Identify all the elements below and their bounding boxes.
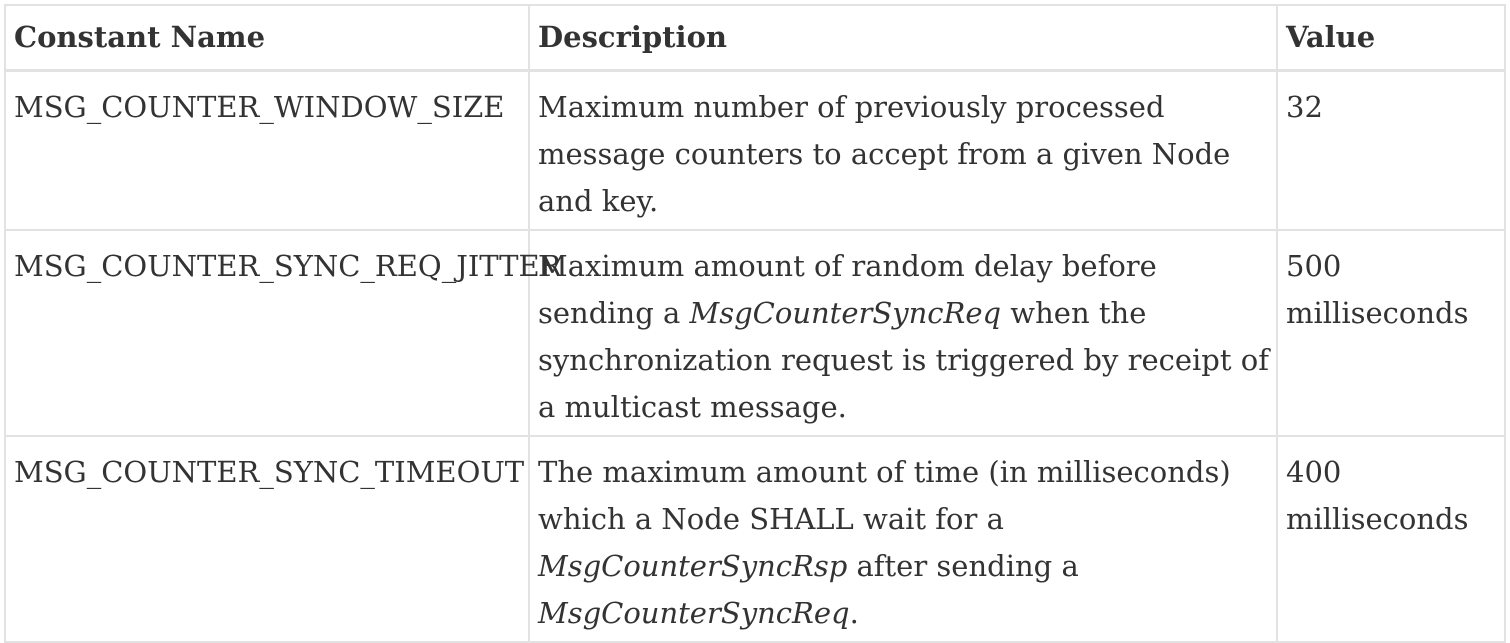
constants-table: Constant Name Description Value MSG_COUN… — [4, 4, 1506, 643]
description-cell: Maximum number of previously processed m… — [528, 69, 1278, 231]
description-text: when the synchronization request is trig… — [538, 296, 1269, 424]
description-text: Maximum amount of random delay before se… — [538, 249, 1157, 330]
value-cell: 400 milliseconds — [1276, 435, 1506, 643]
message-name-emphasis: MsgCounterSyncReq — [538, 596, 850, 630]
value-cell: 500 milliseconds — [1276, 229, 1506, 437]
table-row: MSG_COUNTER_SYNC_TIMEOUT The maximum amo… — [4, 435, 1506, 643]
header-description: Description — [528, 4, 1278, 72]
header-constant-name: Constant Name — [4, 4, 530, 72]
header-value: Value — [1276, 4, 1506, 72]
description-text: after sending a — [847, 549, 1079, 583]
description-text: . — [849, 596, 859, 630]
constant-name-cell: MSG_COUNTER_SYNC_TIMEOUT — [4, 435, 530, 643]
table-row: MSG_COUNTER_WINDOW_SIZE Maximum number o… — [4, 69, 1506, 231]
constant-name-cell: MSG_COUNTER_WINDOW_SIZE — [4, 69, 530, 231]
value-cell: 32 — [1276, 69, 1506, 231]
description-text: The maximum amount of time (in milliseco… — [538, 455, 1231, 536]
message-name-emphasis: MsgCounterSyncRsp — [538, 549, 848, 583]
table-header-row: Constant Name Description Value — [4, 4, 1506, 72]
message-name-emphasis: MsgCounterSyncReq — [689, 296, 1002, 330]
table-row: MSG_COUNTER_SYNC_REQ_JITTER Maximum amou… — [4, 229, 1506, 437]
description-cell: The maximum amount of time (in milliseco… — [528, 435, 1278, 643]
constant-name-cell: MSG_COUNTER_SYNC_REQ_JITTER — [4, 229, 562, 437]
description-cell: Maximum amount of random delay before se… — [528, 229, 1278, 437]
